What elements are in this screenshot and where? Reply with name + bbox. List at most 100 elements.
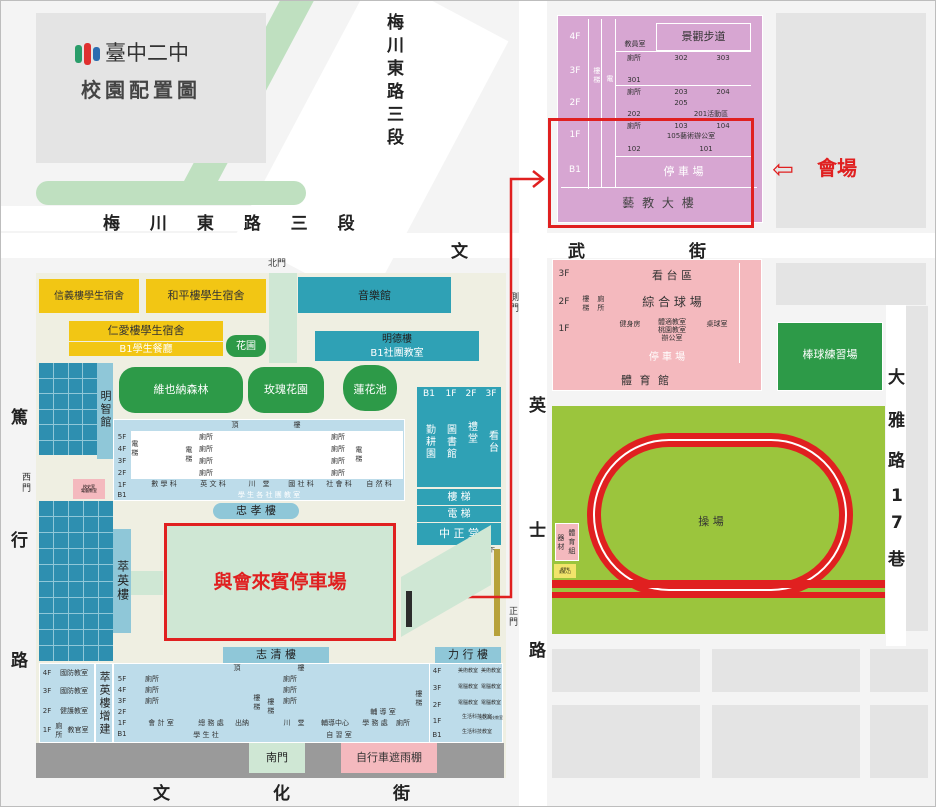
room-203[interactable]: 203 [674, 88, 688, 97]
zhiqing-building[interactable] [113, 663, 431, 743]
annex-room-1[interactable]: 國防教室 [60, 669, 88, 678]
lixing-building[interactable] [429, 663, 503, 743]
zq-guidance[interactable]: 輔 導 室 [370, 708, 396, 717]
sports-building-name: 體 育 館 [621, 373, 671, 387]
zq-floor: 樓 [297, 664, 305, 673]
lx-room-l5[interactable]: 生活科技教室 [461, 729, 492, 736]
zx-english[interactable]: 英 文 科 [200, 480, 226, 489]
room-105[interactable]: 105藝術辦公室 [666, 132, 716, 141]
vienna-label: 維也納森林 [153, 382, 209, 396]
room-303[interactable]: 303 [716, 54, 730, 63]
arts-teacher-room[interactable]: 教員室 [624, 40, 646, 49]
zx-elev-mid: 電梯 [184, 446, 193, 464]
lx-room-r2[interactable]: 電腦教室 [480, 684, 501, 691]
cuiying-building[interactable] [113, 529, 131, 633]
duxing-char-2: 行 [11, 531, 28, 551]
main-gate[interactable]: 正門 [506, 606, 517, 628]
sports-rooms[interactable]: 體適教室 桃園教室 辦公室 [658, 318, 686, 342]
zx-physics[interactable]: 自 然 科 [366, 480, 392, 489]
daya-char-1: 大 [888, 368, 905, 388]
zx-nature[interactable]: 社 會 科 [326, 480, 352, 489]
vienna-forest[interactable] [119, 367, 243, 413]
room-204[interactable]: 204 [716, 88, 730, 97]
arts-parking[interactable]: 停 車 場 [663, 164, 704, 178]
lx-room-l4[interactable]: 生活科技教室 [461, 714, 492, 721]
lx-room-l3[interactable]: 電腦教室 [457, 700, 478, 707]
west-gate[interactable]: 西門 [19, 472, 30, 494]
zq-general[interactable]: 總 務 處 [198, 719, 224, 728]
equipment-label: 體育組 [567, 528, 576, 556]
mingde-building[interactable] [315, 331, 479, 361]
room-102[interactable]: 102 [627, 145, 641, 154]
annex-building[interactable] [39, 663, 95, 743]
zq-b1-right[interactable]: 自 習 室 [326, 731, 352, 740]
room-202[interactable]: 202 [627, 110, 641, 119]
zhongxiao-rooms-grid [131, 431, 403, 479]
bike-shed[interactable] [341, 743, 437, 773]
lot-3 [870, 649, 928, 692]
zhiqing-name-block [223, 647, 329, 663]
meichuan-green-belt [36, 181, 306, 205]
south-gate-block[interactable] [249, 743, 305, 773]
room-205[interactable]: 205 [674, 99, 688, 108]
sports-table-tennis[interactable]: 桌球室 [706, 320, 728, 329]
sports-stand[interactable]: 看 台 區 [652, 268, 692, 282]
zx-toilet-1: 廁所 [199, 433, 213, 442]
mingzhi-building[interactable] [97, 363, 113, 459]
north-gate[interactable]: 北門 [267, 259, 286, 270]
cuiying-annex[interactable] [95, 663, 113, 743]
room-103[interactable]: 103 [674, 122, 688, 131]
lx-room-r4[interactable]: 生活科技教室 [479, 714, 503, 720]
arts-floor-2f: 2F [569, 98, 581, 109]
zx-1f: 1F [117, 481, 127, 490]
sports-court[interactable]: 綜 合 球 場 [642, 295, 702, 310]
arts-col-divider-2 [615, 19, 616, 187]
annex-room-2[interactable]: 國防教室 [60, 687, 88, 696]
lx-room-r3[interactable]: 電腦教室 [480, 700, 501, 707]
xinyi-dorm[interactable] [39, 279, 139, 313]
top-left-block [36, 13, 266, 163]
baseball-field[interactable] [777, 322, 883, 391]
equipment-room[interactable] [555, 523, 579, 561]
lib-col-2: 圖書館 [444, 424, 456, 460]
renai-dorm[interactable] [69, 321, 223, 341]
lx-2f: 2F [432, 701, 442, 710]
zq-b1: B1 [117, 730, 127, 739]
arts-landscape-walk[interactable] [656, 23, 751, 51]
room-302[interactable]: 302 [674, 54, 688, 63]
arts-landscape-label: 景觀步道 [681, 29, 726, 43]
lx-room-l2[interactable]: 電腦教室 [457, 684, 478, 691]
library-block[interactable] [417, 387, 501, 487]
zx-math[interactable]: 數 學 科 [151, 480, 177, 489]
lotus-pond[interactable] [343, 365, 397, 411]
lx-room-r1[interactable]: 美術教室 [480, 668, 501, 675]
history-room[interactable] [73, 479, 105, 499]
zq-counsel[interactable]: 輔導中心 [321, 719, 349, 728]
cafe-label: B1學生餐廳 [119, 343, 173, 355]
annex-3f: 3F [42, 687, 52, 696]
music-hall[interactable] [298, 277, 451, 313]
zq-chuan: 川 堂 [283, 719, 305, 728]
heping-label: 和平樓學生宿舍 [167, 288, 245, 302]
zq-b1-club[interactable]: 學 生 社 [193, 731, 219, 740]
lx-room-l1[interactable]: 美術教室 [457, 668, 478, 675]
student-cafe[interactable] [69, 342, 223, 356]
annex-room-3[interactable]: 健護教室 [60, 707, 88, 716]
room-201[interactable]: 201活動區 [693, 110, 729, 119]
room-101[interactable]: 101 [699, 145, 713, 154]
sports-gym[interactable]: 健身房 [619, 320, 641, 329]
room-301[interactable]: 301 [627, 76, 641, 85]
lib-col-3: 禮堂 [465, 421, 477, 445]
annex-room-4[interactable]: 教官室 [67, 726, 89, 735]
zq-accounting[interactable]: 會 計 室 [148, 719, 174, 728]
guest-parking-lot[interactable] [164, 523, 396, 641]
heping-dorm[interactable] [146, 279, 266, 313]
rose-garden[interactable] [248, 367, 324, 413]
zx-club[interactable]: 學 生 各 社 團 教 室 [237, 491, 301, 500]
zq-academic[interactable]: 學 務 處 [362, 719, 388, 728]
side-gate[interactable]: 側門 [507, 292, 518, 314]
zq-cashier[interactable]: 出納 [235, 719, 249, 728]
room-104[interactable]: 104 [716, 122, 730, 131]
sports-complex[interactable] [552, 259, 762, 391]
zx-social[interactable]: 國 社 科 [288, 480, 314, 489]
